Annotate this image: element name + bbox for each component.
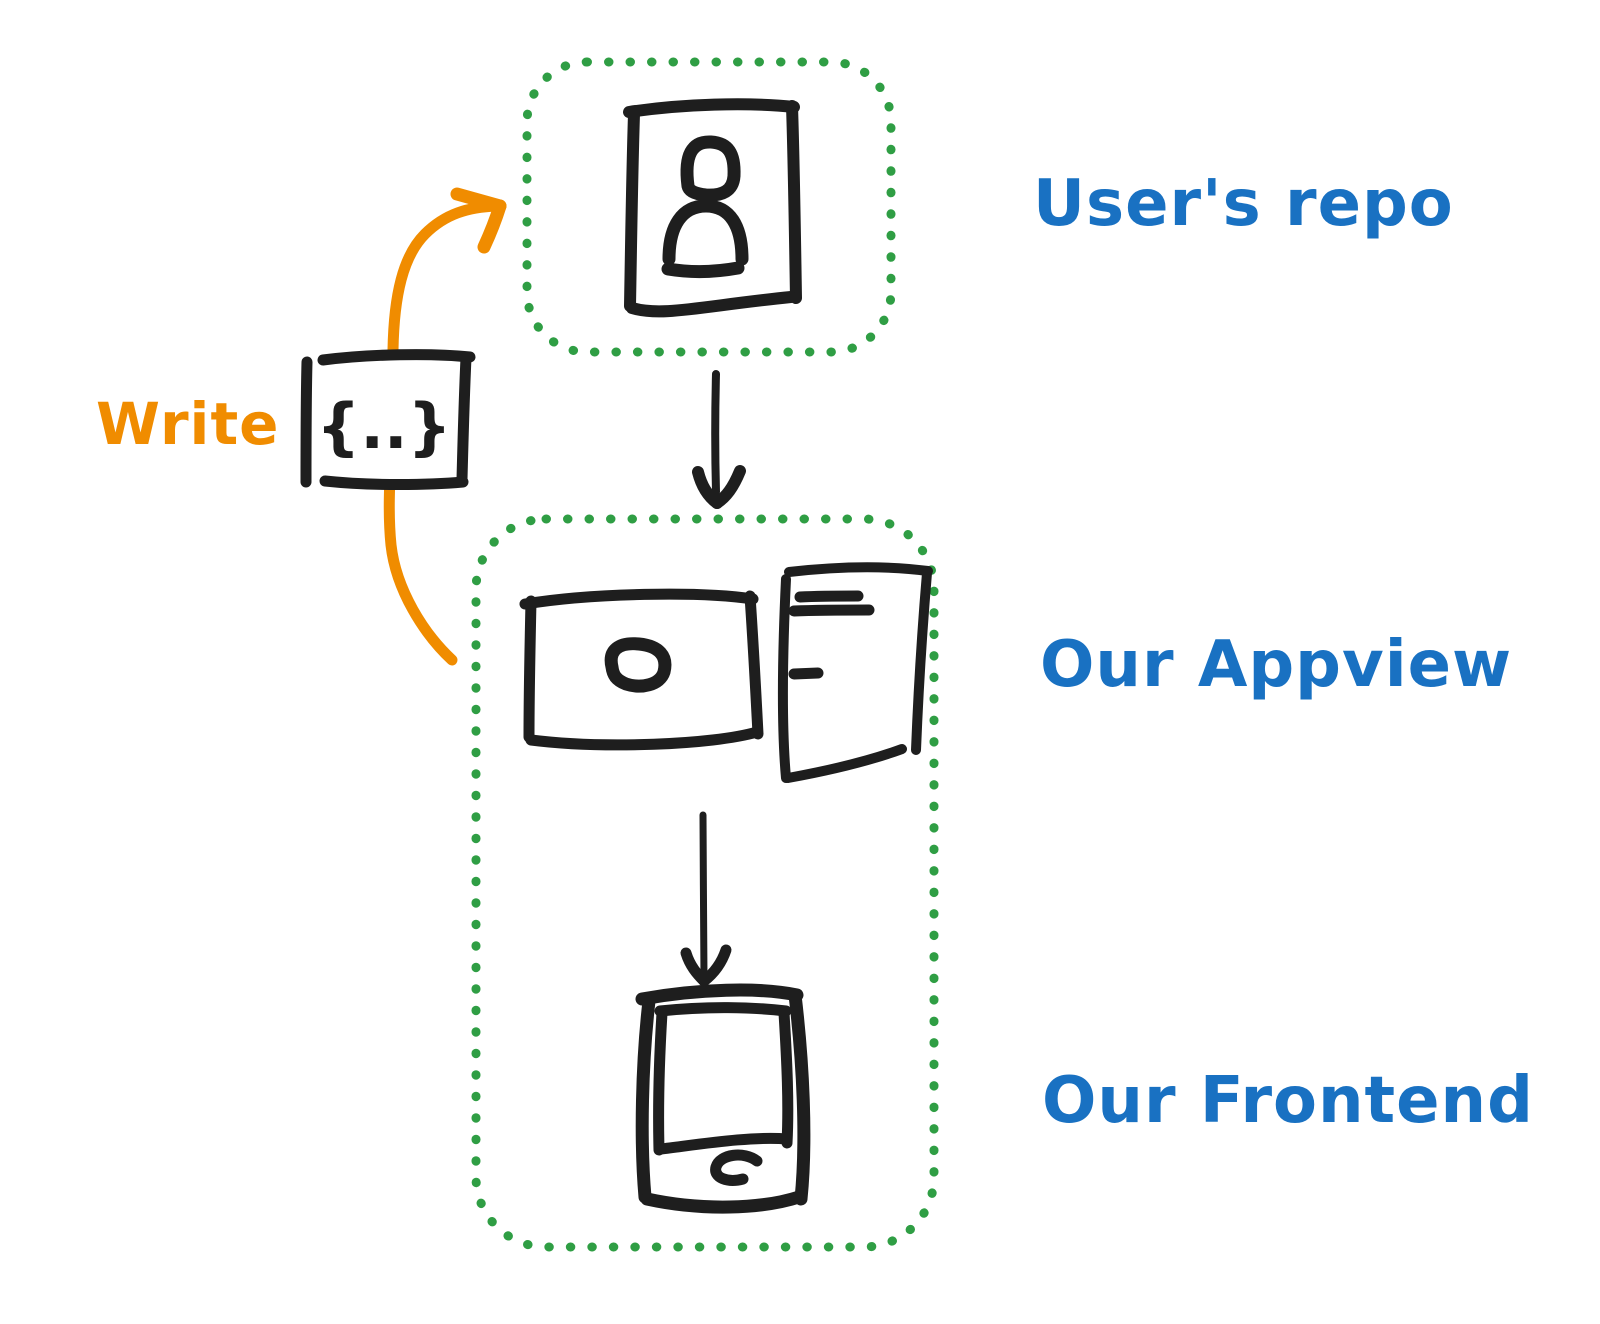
record-viewer-bottom-edge [525,726,763,751]
tablet-screen-left-edge [653,1007,668,1156]
repo-to-appview-arrowhead-right [711,465,746,509]
tablet-top-edge [635,983,804,1006]
json-record-icon: {..} [300,349,476,490]
repo-to-appview-arrow [692,370,746,509]
record-viewer-icon [519,588,764,751]
user-card-right-edge [786,100,802,304]
record-viewer-left-edge [523,595,537,743]
appview-to-frontend-arrowhead-right [698,944,732,987]
tablet-screen-right-edge [778,1007,794,1149]
our-appview-label: Our Appview [1040,628,1512,702]
tablet-left-edge [635,994,656,1204]
repo-to-appview-arrow-shaft [711,370,720,496]
json-record-box-fill [303,356,469,484]
json-braces-glyph: {..} [316,390,451,463]
user-card-top-edge [623,98,800,118]
document-text-line-1 [794,590,864,603]
person-shoulders-icon [662,199,749,266]
user-card-bottom-edge [626,291,797,318]
appview-frontend-container-box [471,514,939,1252]
tablet-screen-bottom-edge [655,1132,793,1155]
our-frontend-label: Our Frontend [1042,1064,1534,1138]
document-bottom-edge [783,744,907,783]
tablet-home-button-icon [710,1149,763,1186]
tablet-bottom-edge [640,1190,806,1214]
json-box-bottom-edge [319,475,469,490]
appview-to-frontend-arrow-shaft [699,811,708,982]
green-dotted-containers [471,57,939,1252]
record-viewer-top-edge [519,588,759,610]
person-baseline [661,261,745,279]
document-right-edge [911,568,932,755]
tablet-right-edge [788,988,811,1206]
write-label: Write [96,390,280,458]
json-box-top-edge [317,349,476,366]
json-box-left-edge [300,356,313,488]
document-icon [777,562,933,783]
document-text-line-2 [788,604,875,617]
document-top-edge [784,562,933,577]
person-head-icon [680,135,741,202]
appview-to-frontend-arrow [680,811,732,987]
document-left-edge [777,574,791,783]
document-text-dash [788,667,824,680]
json-box-right-edge [456,352,472,485]
ink-sketches [519,98,933,1214]
record-blob-icon [604,637,672,693]
record-viewer-right-edge [744,590,764,740]
users-repo-label: User's repo [1033,167,1454,241]
write-arrowhead-down [477,199,507,254]
user-card-left-edge [624,108,640,312]
tablet-screen-top-edge [654,1002,792,1017]
user-card-icon [623,98,802,318]
write-arrowhead-left [450,187,507,213]
tablet-icon [635,983,811,1214]
